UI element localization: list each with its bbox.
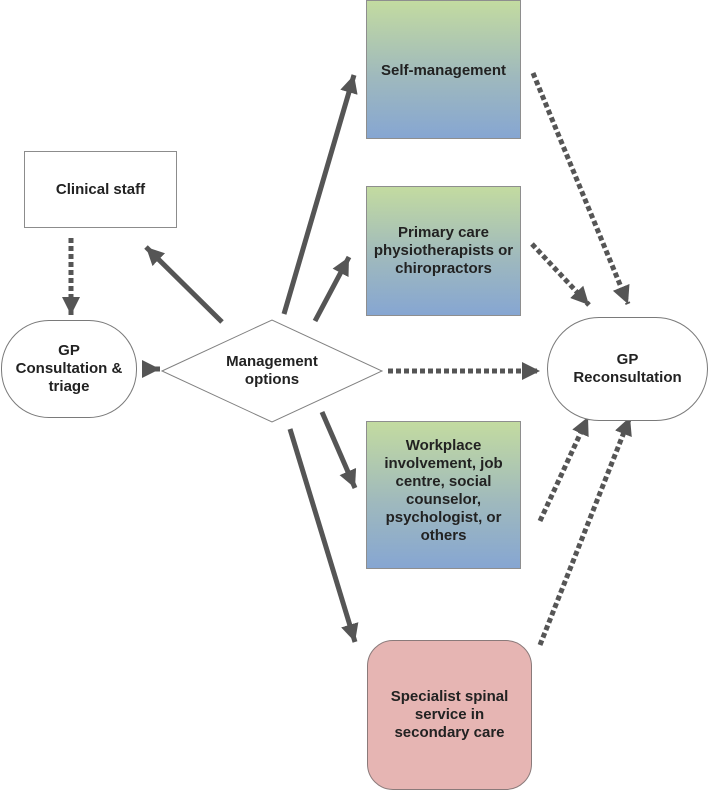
self-management-label: Self-management (380, 62, 507, 79)
arrow-options-to-workplace (319, 411, 358, 489)
primary-care-label: Primary care physiotherapists or chiropr… (373, 224, 514, 277)
arrow-specialist-to-reconsultation (537, 416, 633, 646)
self-management-box: Self-management (366, 0, 521, 139)
management-options-diamond (160, 319, 384, 423)
arrow-options-to-specialist (287, 428, 359, 643)
primary-care-box: Primary care physiotherapists or chiropr… (366, 186, 521, 316)
workplace-label: Workplace involvement, job centre, socia… (384, 437, 503, 544)
arrow-workplace-to-reconsultation (537, 415, 591, 523)
arrow-options-to-clinical-staff (144, 245, 224, 324)
workplace-box: Workplace involvement, job centre, socia… (366, 421, 521, 569)
specialist-box: Specialist spinal service in secondary c… (367, 640, 532, 790)
clinical-staff-label: Clinical staff (55, 180, 146, 198)
gp-reconsultation-label: GP Reconsultation (573, 351, 682, 386)
gp-consultation-node: GP Consultation & triage (1, 320, 137, 418)
management-options-label: Management options (226, 353, 318, 388)
specialist-label: Specialist spinal service in secondary c… (390, 688, 509, 741)
arrow-options-to-primary-care (312, 255, 352, 323)
arrow-options-to-self-management (281, 74, 358, 315)
gp-reconsultation-node: GP Reconsultation (547, 317, 708, 421)
clinical-staff-box: Clinical staff (24, 151, 177, 228)
arrow-self-management-to-reconsultation (530, 72, 631, 305)
gp-consultation-label: GP Consultation & triage (15, 342, 123, 395)
arrow-primary-care-to-reconsultation (530, 242, 591, 307)
